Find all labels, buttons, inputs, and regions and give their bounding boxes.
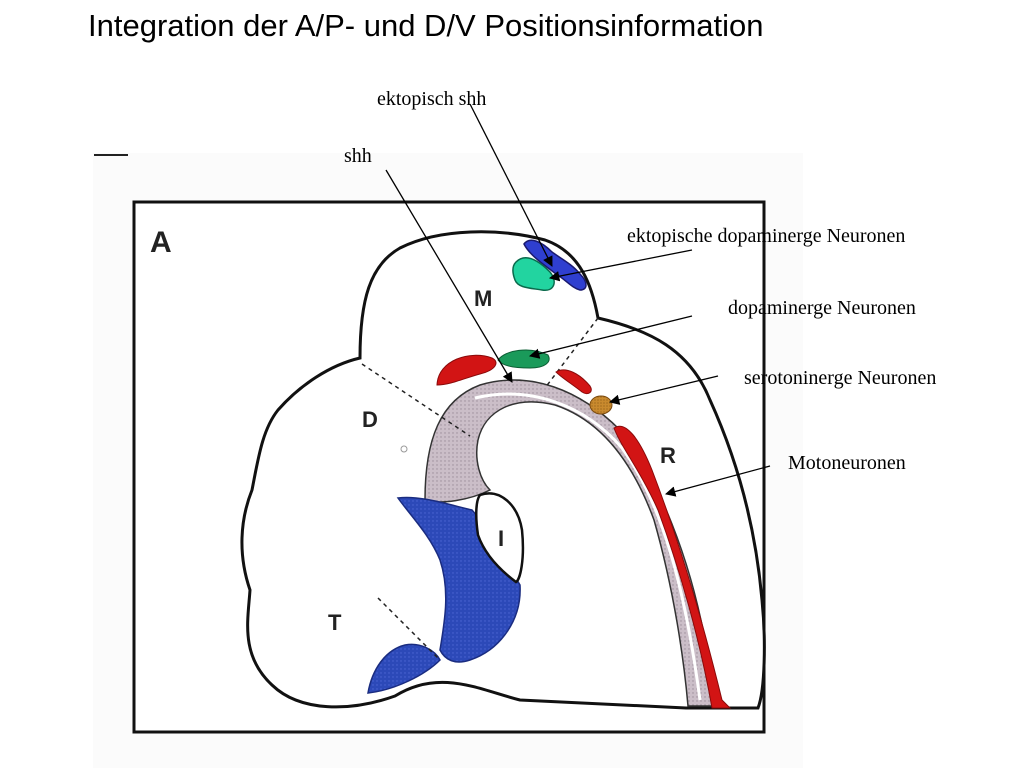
region-label-r: R — [660, 443, 676, 468]
label-motoneuronen: Motoneuronen — [788, 452, 906, 475]
label-shh: shh — [344, 145, 372, 168]
label-ektopische-dopaminerge-neuronen: ektopische dopaminerge Neuronen — [627, 225, 905, 248]
label-ektopisch-shh: ektopisch shh — [377, 88, 486, 111]
region-label-d: D — [362, 407, 378, 432]
label-serotoninerge-neuronen: serotoninerge Neuronen — [744, 367, 936, 390]
serotonergic-neurons — [590, 396, 612, 414]
panel-label: A — [150, 226, 172, 259]
region-label-t: T — [328, 610, 342, 635]
label-dopaminerge-neuronen: dopaminerge Neuronen — [728, 297, 916, 320]
region-label-i: I — [498, 526, 504, 551]
region-label-m: M — [474, 286, 492, 311]
